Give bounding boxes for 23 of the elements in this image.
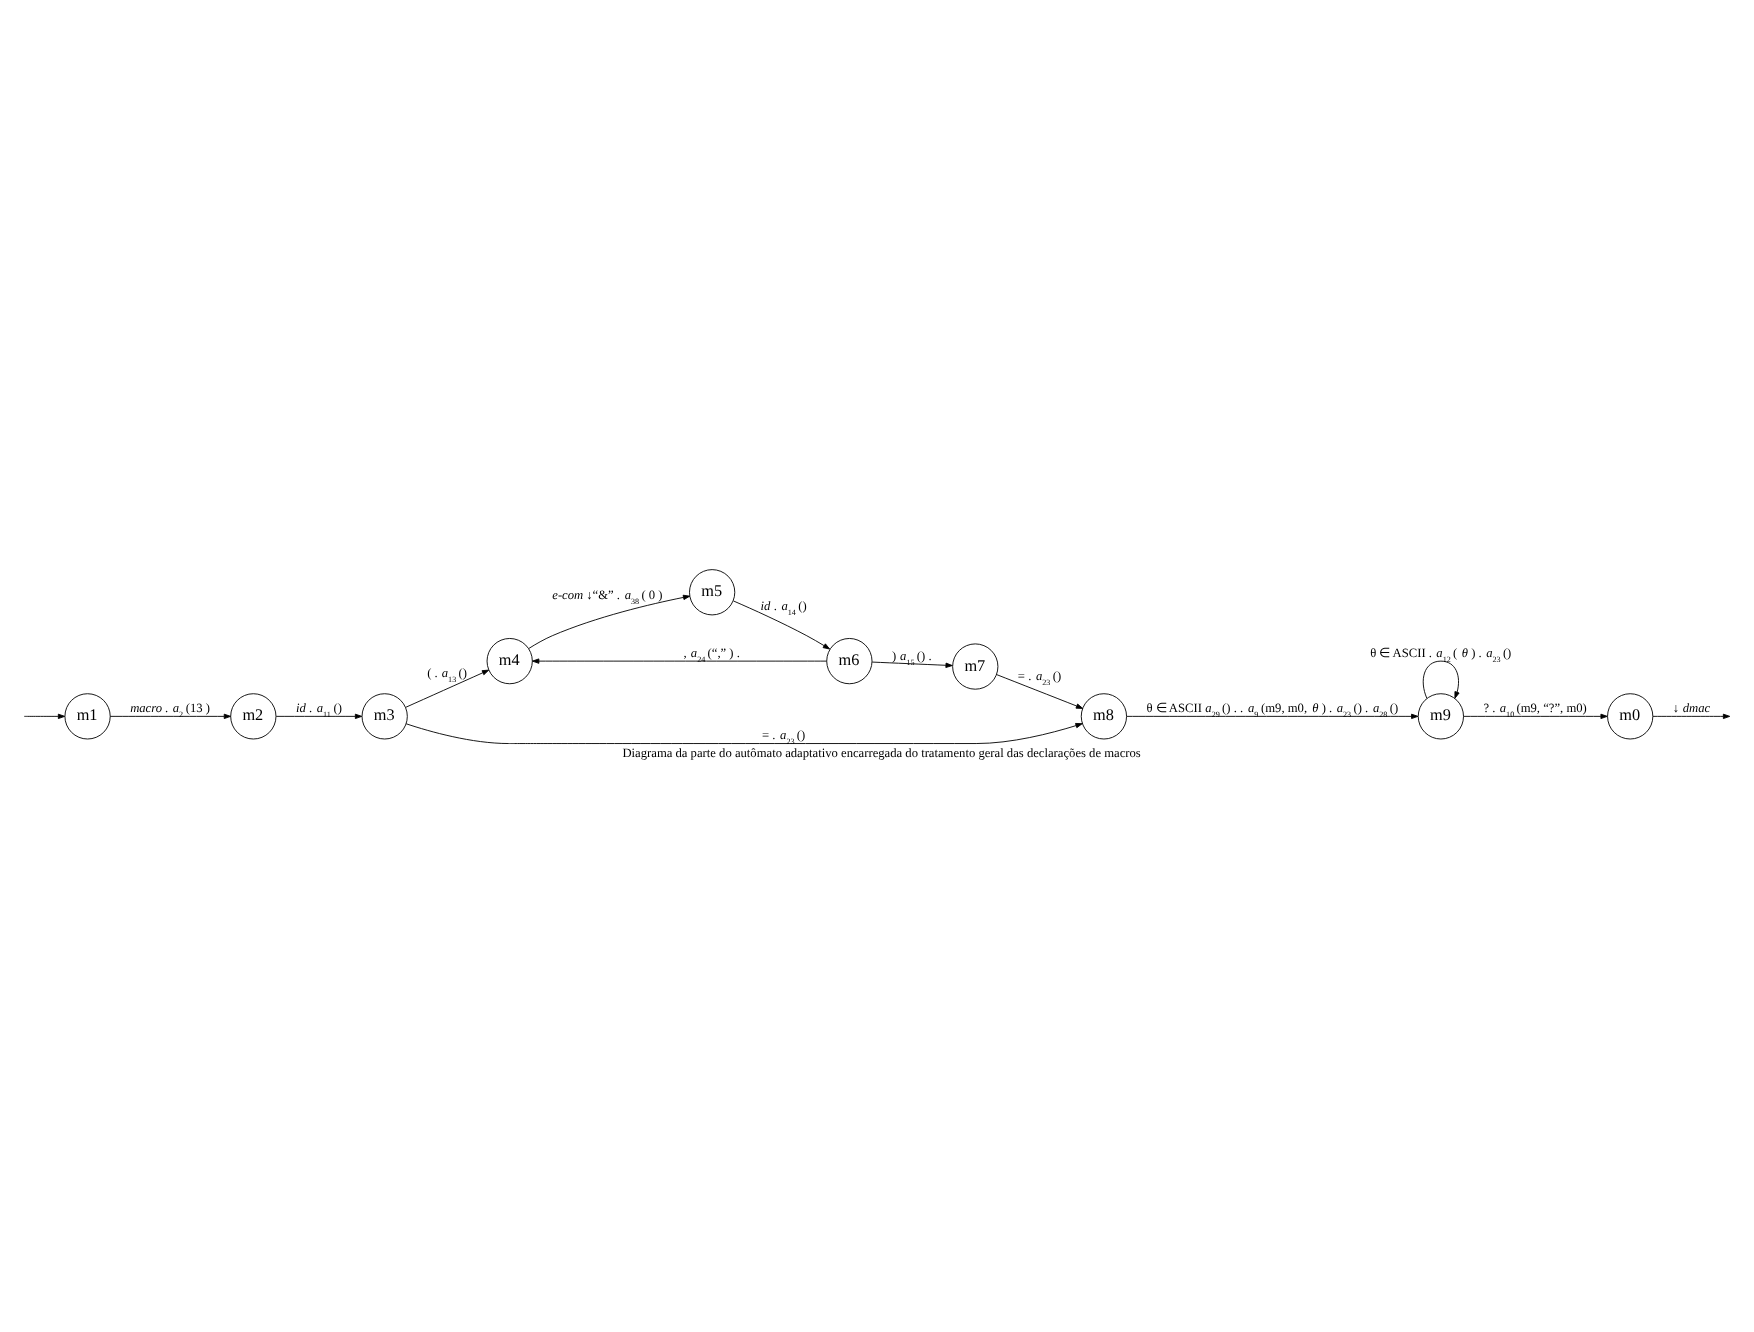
arrow [733, 599, 831, 649]
arrow [871, 660, 953, 667]
arrow [109, 712, 232, 719]
node-circle: m7 [952, 642, 999, 689]
arrow [1652, 712, 1731, 719]
node-circle: m1 [64, 692, 111, 739]
node-circle: m4 [486, 637, 533, 684]
arrow [1126, 712, 1419, 719]
node-circle: m5 [689, 568, 736, 615]
node-circle: m0 [1607, 692, 1654, 739]
node-circle: m6 [826, 637, 873, 684]
arrow [23, 712, 66, 719]
arrow [405, 722, 1083, 743]
node-circle: m8 [1080, 692, 1127, 739]
arrow [532, 657, 828, 663]
arrow [275, 712, 363, 719]
arrow [996, 673, 1084, 708]
arrow [1463, 712, 1608, 719]
node-circle: m2 [230, 692, 277, 739]
node-circle: m3 [361, 692, 408, 739]
arrow [1422, 659, 1460, 698]
arrow [528, 593, 691, 649]
arrow [405, 668, 490, 707]
